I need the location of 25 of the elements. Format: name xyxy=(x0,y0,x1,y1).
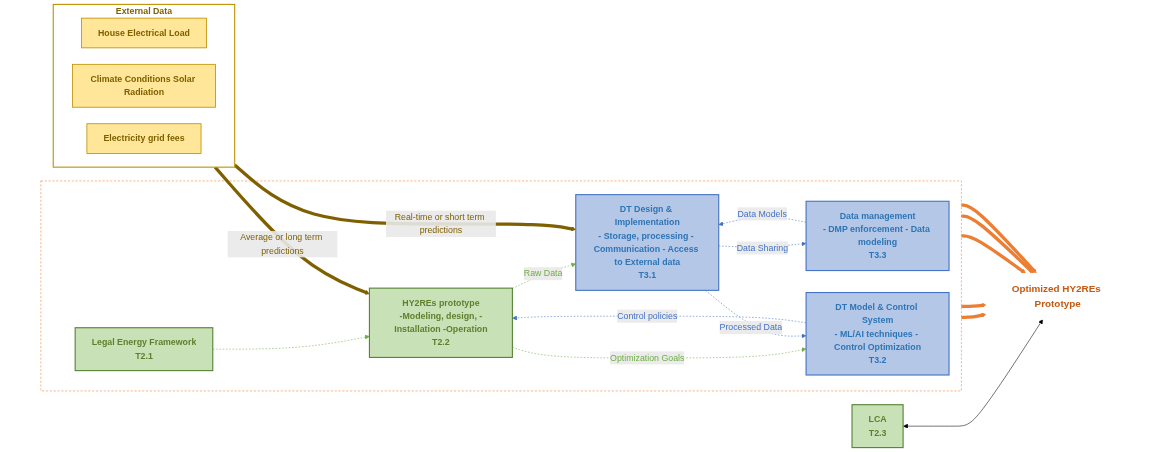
edge-label: Real-time or short term predictions xyxy=(394,212,485,235)
edge-label: Average or long term predictions xyxy=(240,232,323,256)
arrow xyxy=(961,234,1026,274)
edge-label: Control policies xyxy=(617,311,678,321)
arrow xyxy=(961,214,1034,274)
node-box: Legal Energy Framework T2.1 xyxy=(74,327,214,372)
arrow xyxy=(213,166,370,295)
node-box: HY2REs prototype -Modeling, design, -Installation -Operation T2.2 xyxy=(368,287,513,358)
node-box: Electricity grid fees xyxy=(86,123,202,154)
node-box: House Electrical Load xyxy=(81,17,207,49)
edge-label: Processed Data xyxy=(719,322,783,332)
edge-label: Raw Data xyxy=(523,268,563,279)
node-box: LCA T2.3 xyxy=(851,404,904,449)
edge-label: Data Models xyxy=(737,209,787,219)
node-text: Optimized HY2REs Prototype xyxy=(1011,283,1101,310)
node-box: Climate Conditions Solar Radiation xyxy=(72,63,216,108)
node-box: DT Model & Control System - ML/AI techniques - Control Optimization T3.2 xyxy=(805,292,950,376)
node-box: DT Design & Implementation - Storage, processing - Communication - Access to External data T3.1 xyxy=(575,194,720,291)
arrow xyxy=(961,203,1037,274)
cluster xyxy=(40,180,962,392)
edge-label: Optimization Goals xyxy=(610,353,685,363)
arrow xyxy=(961,302,987,308)
node-box: Data management - DMP enforcement - Data modeling T3.3 xyxy=(805,200,950,272)
arrow xyxy=(961,312,987,319)
edge-label: Data Sharing xyxy=(736,243,789,253)
